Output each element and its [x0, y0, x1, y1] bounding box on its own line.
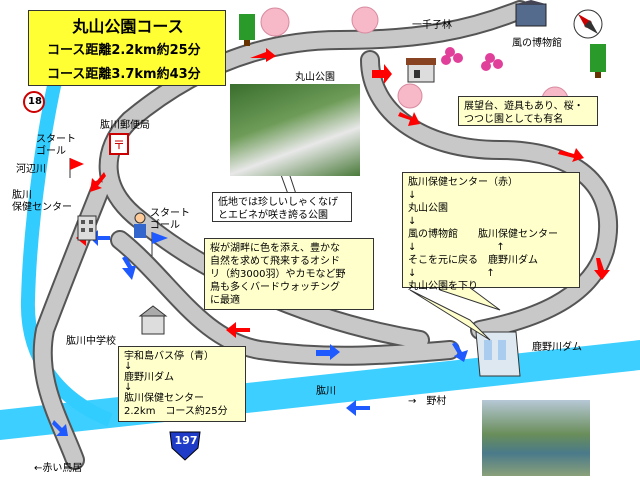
route-197-badge: [169, 431, 201, 461]
nomura-label: → 野村: [408, 396, 447, 407]
compass-icon: [573, 9, 603, 39]
red-route-line: ↓: [408, 216, 417, 227]
callout-pointer-redbox: [409, 289, 491, 341]
route-18-badge: [23, 91, 45, 113]
walker-icon: [134, 212, 146, 238]
blue-route-line: ↓: [124, 382, 133, 393]
junior-high-label: 肱川中学校: [66, 336, 116, 347]
kawabe-river-label: 河辺川: [16, 164, 46, 175]
svg-text:〒: 〒: [113, 138, 125, 152]
blue-route-line: 鹿野川ダム: [124, 372, 174, 383]
red-route-box: 肱川保健センター（赤） ↓ 丸山公園 ↓ 風の博物館 肱川保健センター ↓ ↑ …: [402, 172, 580, 292]
maruyama-park-photo: [230, 84, 360, 176]
wind-museum-label: 風の博物館: [512, 38, 562, 49]
birdwatch-note: 桜が湖畔に色を添え、豊かな 自然を求めて飛来するオシド リ（約3000羽）やカモ…: [204, 238, 374, 310]
hiji-river-label: 肱川: [316, 386, 336, 397]
blue-route-line: ↓: [124, 361, 133, 372]
post-office-icon: 〒: [109, 133, 129, 155]
school-icon: [138, 305, 168, 335]
start-goal-right-label: スタート ゴール: [150, 208, 190, 231]
red-route-line: ↓: [408, 190, 417, 201]
red-route-line: そこを元に戻る 鹿野川ダム: [408, 255, 538, 266]
blue-route-line: 宇和島バス停（青）: [124, 351, 214, 362]
maruyama-park-label: 丸山公園: [295, 72, 335, 83]
kanogawa-dam-photo: [482, 400, 590, 476]
route-18-label: 18: [28, 96, 42, 107]
red-route-title: 肱川保健センター（赤）: [408, 177, 518, 188]
shakunage-note: 低地では珍しいしゃくなげ とエビネが咲き誇る公園: [212, 192, 352, 222]
blue-route-distance: コース距離2.2km約25分: [47, 43, 201, 58]
start-goal-left-label: スタート ゴール: [36, 134, 76, 157]
observatory-note: 展望台、遊具もあり、桜・ つつじ園としても有名: [458, 96, 598, 126]
blue-route-line: 肱川保健センター: [124, 393, 204, 404]
kawabe-river: [20, 58, 113, 427]
health-center-building-icon: [77, 215, 97, 241]
red-route-line: 丸山公園を下り: [408, 281, 478, 292]
dam-label: 鹿野川ダム: [532, 342, 582, 353]
observatory-building-icon: [406, 58, 436, 83]
red-route-distance: コース距離3.7km約43分: [47, 67, 201, 82]
red-route-line: ↓ ↑: [408, 242, 505, 253]
course-title-box: 丸山公園コース コース距離2.2km約25分 コース距離3.7km約43分: [28, 10, 226, 86]
course-title: 丸山公園コース: [72, 17, 184, 36]
health-center-left-label: 肱川 保健センター: [12, 190, 72, 213]
wind-museum-icon: [515, 0, 547, 27]
red-route-line: ↓ ↑: [408, 268, 495, 279]
ichichimatsu-label: 一千子林: [412, 20, 452, 31]
blue-route-box: 宇和島バス停（青） ↓ 鹿野川ダム ↓ 肱川保健センター 2.2km コース約2…: [118, 346, 246, 422]
red-route-line: 風の博物館 肱川保健センター: [408, 229, 558, 240]
blue-route-arrows: [52, 230, 468, 436]
blue-route-line: 2.2km コース約25分: [124, 406, 228, 417]
tree-icons: [239, 14, 606, 78]
red-route-line: 丸山公園: [408, 203, 448, 214]
azalea-icons: [441, 47, 503, 71]
akaishi-torii-label: ←赤い鳥居: [34, 463, 83, 474]
post-office-label: 肱川郵便局: [100, 120, 150, 131]
dam-icon: [475, 331, 521, 377]
route-197-label: 197: [174, 434, 198, 447]
